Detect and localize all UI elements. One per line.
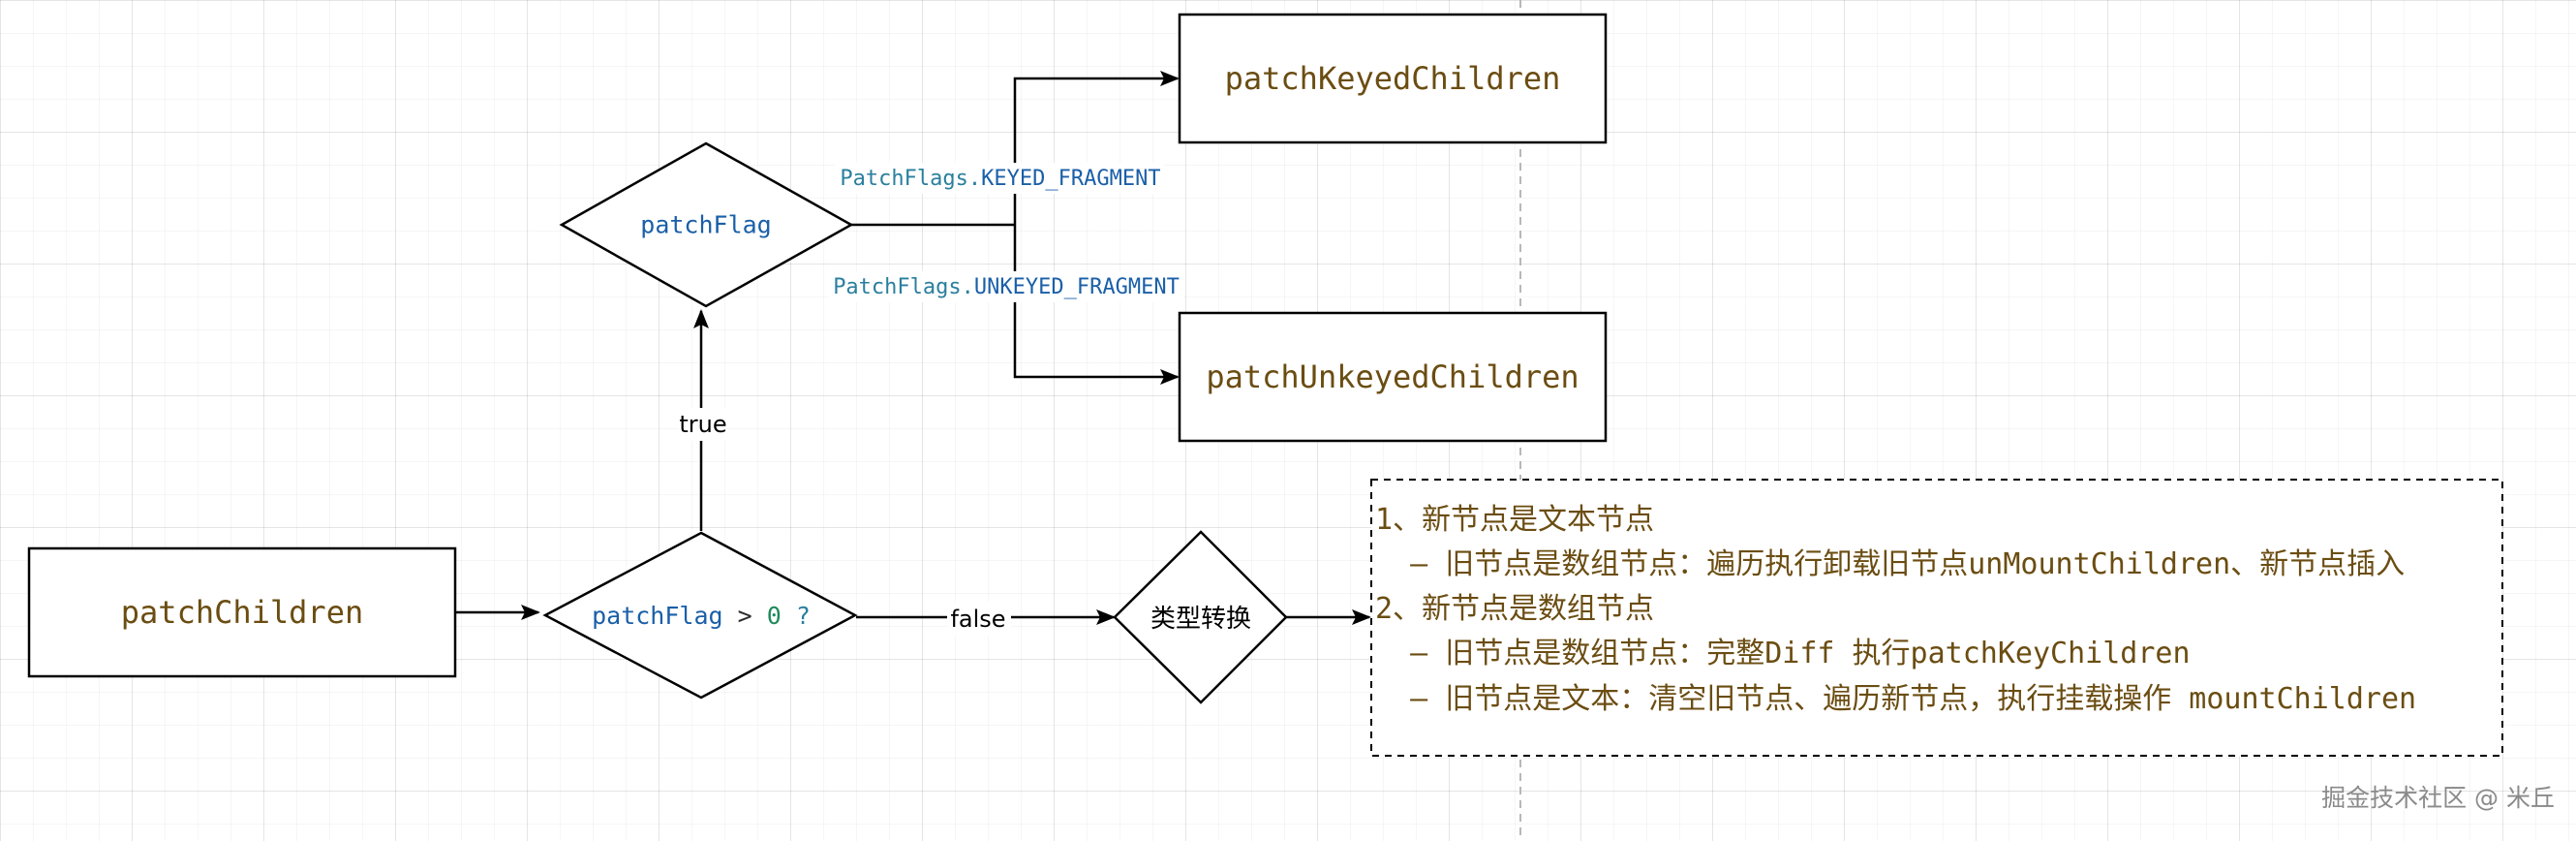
note-line-3: 2、新节点是数组节点 bbox=[1375, 592, 1654, 626]
edge-keyed bbox=[1013, 71, 1180, 225]
note-line-4: – 旧节点是数组节点：完整Diff 执行patchKeyChildren bbox=[1375, 637, 2191, 670]
edge-label-keyed: PatchFlags.KEYED_FRAGMENT bbox=[840, 167, 1160, 191]
note-box[interactable] bbox=[1370, 479, 2503, 757]
node-decision-patchflag-label: patchFlag bbox=[640, 211, 771, 239]
node-patch-unkeyed-children[interactable] bbox=[1178, 311, 1608, 443]
node-decision-patchflag-gt0-label: patchFlag > 0 ? bbox=[592, 602, 811, 630]
note-line-2: – 旧节点是数组节点：遍历执行卸载旧节点unMountChildren、新节点插… bbox=[1375, 547, 2405, 581]
edge-label-keyed-bg bbox=[835, 163, 1164, 194]
node-patch-keyed-children[interactable] bbox=[1178, 13, 1608, 144]
edge-label-unkeyed-bg bbox=[829, 271, 1183, 302]
watermark: 掘金技术社区 @ 米丘 bbox=[2321, 784, 2555, 812]
edge-label-false-bg bbox=[947, 603, 1011, 636]
edge-label-unkeyed: PatchFlags.UNKEYED_FRAGMENT bbox=[833, 275, 1180, 299]
edge-label-true-bg bbox=[679, 408, 725, 441]
node-type-convert[interactable] bbox=[1113, 530, 1288, 704]
node-patch-children[interactable] bbox=[27, 546, 457, 678]
edge-label-true: true bbox=[679, 411, 726, 438]
node-patch-keyed-children-label: patchKeyedChildren bbox=[1225, 60, 1561, 97]
note-line-1: 1、新节点是文本节点 bbox=[1375, 503, 1654, 537]
node-decision-patchflag[interactable] bbox=[559, 141, 854, 308]
note-line-5: – 旧节点是文本：清空旧节点、遍历新节点，执行挂载操作 mountChildre… bbox=[1375, 682, 2416, 716]
node-patch-children-label: patchChildren bbox=[121, 594, 363, 631]
node-decision-patchflag-gt0[interactable] bbox=[542, 531, 858, 700]
edge-label-false: false bbox=[950, 606, 1005, 633]
node-type-convert-label: 类型转换 bbox=[1150, 605, 1251, 634]
node-patch-unkeyed-children-label: patchUnkeyedChildren bbox=[1206, 358, 1579, 395]
